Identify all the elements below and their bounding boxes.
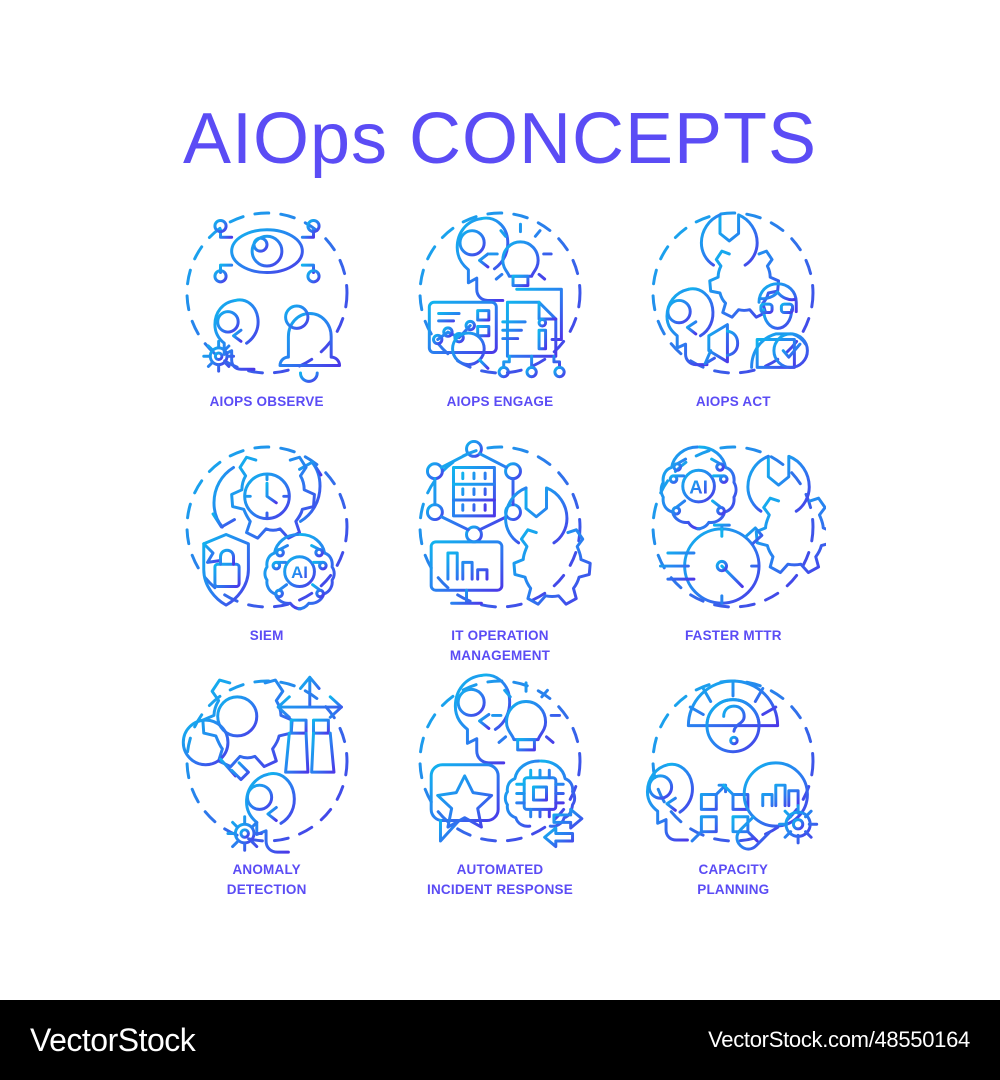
faster-mttr-icon: AI [640,434,827,620]
concept-label: AIOPS OBSERVE [152,392,382,412]
concept-card-it-operation-management[interactable]: IT OPERATION MANAGEMENT [383,434,616,668]
aiops-act-icon [640,200,826,386]
concept-label: AIOPS ENGAGE [385,392,615,412]
concepts-grid: AIOPS OBSERVE [150,200,850,902]
siem-icon: AI [174,434,360,620]
page-title: AIOps CONCEPTS [182,99,818,179]
svg-text:AI: AI [291,563,308,582]
aiops-engage-icon [407,200,593,386]
concept-card-aiops-act[interactable]: AIOPS ACT [617,200,850,434]
concept-label-line1: AIOPS OBSERVE [209,394,324,409]
concept-label-line1: CAPACITY [698,862,769,877]
concept-label: ANOMALY DETECTION [152,860,382,901]
concept-card-aiops-engage[interactable]: AIOPS ENGAGE [383,200,616,434]
concept-label-line1: FASTER MTTR [684,628,782,643]
concept-label-line2: MANAGEMENT [449,648,551,664]
concept-card-automated-incident-response[interactable]: AUTOMATED INCIDENT RESPONSE [383,668,616,902]
concept-card-anomaly-detection[interactable]: ANOMALY DETECTION [150,668,383,902]
concept-label-line1: AIOPS ENGAGE [446,394,554,409]
aiops-observe-icon [174,200,360,386]
concept-label-line2: INCIDENT RESPONSE [427,882,573,898]
watermark-footer: VectorStock VectorStock.com/48550164 [0,1000,1000,1080]
concept-label: CAPACITY PLANNING [618,860,848,901]
concept-label: SIEM [152,626,382,646]
concept-label-line1: AIOPS ACT [695,394,771,409]
concept-label-line2: DETECTION [226,882,307,898]
concept-label: IT OPERATION MANAGEMENT [385,626,615,667]
capacity-planning-icon [640,668,826,854]
it-operation-management-icon [407,434,593,620]
concept-label-line1: IT OPERATION [451,628,549,643]
concept-card-capacity-planning[interactable]: CAPACITY PLANNING [617,668,850,902]
concept-card-aiops-observe[interactable]: AIOPS OBSERVE [150,200,383,434]
svg-text:AI: AI [690,477,709,498]
concept-label-line2: PLANNING [697,882,770,898]
vectorstock-brand: VectorStock [30,1021,196,1058]
concept-card-faster-mttr[interactable]: AI [617,434,850,668]
concept-label: AUTOMATED INCIDENT RESPONSE [385,860,615,901]
vectorstock-url: VectorStock.com/48550164 [708,1027,970,1052]
automated-incident-response-icon [407,668,593,854]
anomaly-detection-icon [174,668,360,854]
concept-label-line1: AUTOMATED [456,862,544,877]
concept-label-line1: ANOMALY [232,862,301,877]
concept-card-siem[interactable]: AI SIEM [150,434,383,668]
concept-label: AIOPS ACT [618,392,848,412]
concept-label-line1: SIEM [249,628,284,643]
concept-label: FASTER MTTR [618,626,848,646]
